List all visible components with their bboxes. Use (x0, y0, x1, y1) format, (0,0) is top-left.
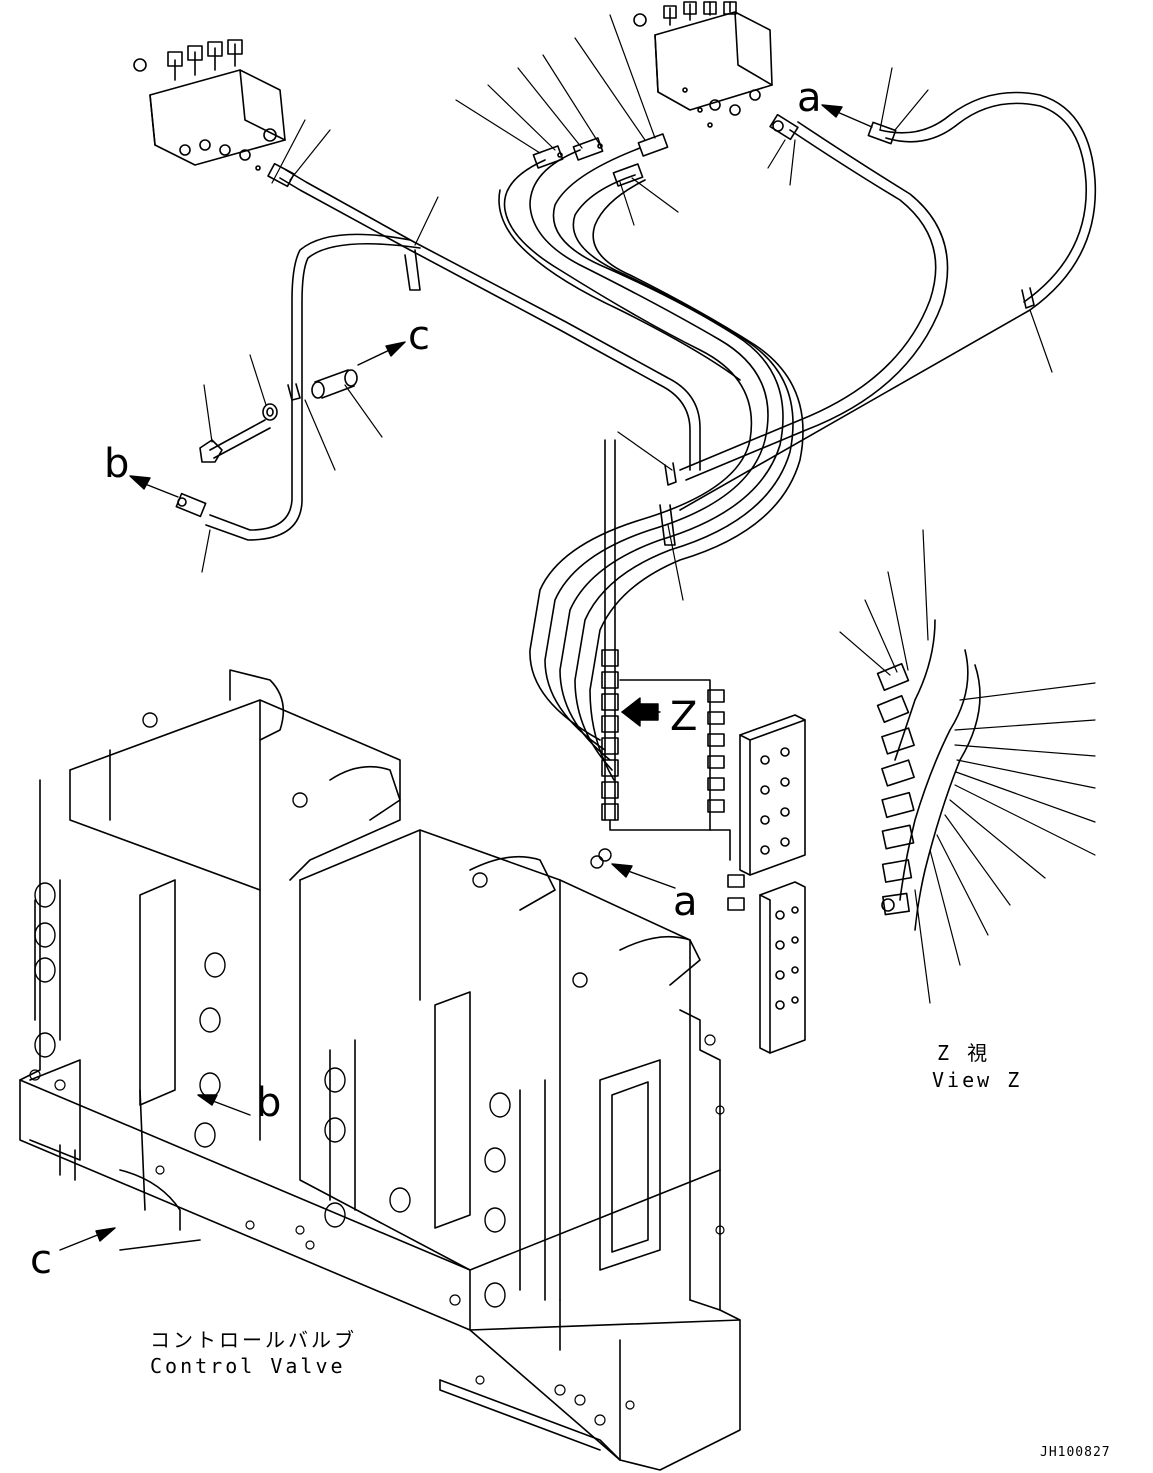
manifold-block-upper (707, 689, 806, 876)
callout-c-bottom: c (30, 1237, 52, 1283)
bolt-washer-spacer (199, 369, 358, 463)
bundle-fittings (532, 133, 669, 187)
top-center-valve-block (633, 1, 773, 128)
callout-z: Z (670, 694, 698, 740)
leader-lines (201, 14, 1096, 1004)
view-z-caption-jp: Z 視 (937, 1041, 991, 1065)
control-valve-bolts (29, 1034, 725, 1426)
control-valve-solenoids (34, 712, 612, 1308)
callout-a-top: a (797, 75, 822, 121)
hose-left-long (267, 162, 701, 471)
callout-c-top: c (408, 313, 430, 359)
top-left-valve-block (133, 39, 286, 171)
callout-b-bottom: b (256, 1080, 282, 1126)
callout-b-top: b (104, 441, 130, 487)
drawing-code: JH100827 (1040, 1445, 1111, 1460)
view-z-caption-en: View Z (932, 1068, 1023, 1092)
hose-bundle (498, 147, 804, 821)
hose-right-loop (679, 91, 1097, 511)
callout-a-bottom: a (673, 879, 698, 925)
control-valve-assembly (19, 669, 741, 1471)
hose-end-fittings-z (601, 649, 731, 861)
view-z-detail (876, 619, 981, 931)
control-valve-caption-jp: コントロールバルブ (150, 1328, 357, 1352)
hose-to-b (175, 233, 421, 541)
control-valve-caption-en: Control Valve (150, 1354, 346, 1378)
hose-clamps (287, 249, 1035, 546)
callout-arrows (59, 104, 873, 1251)
manifold-block-lower (727, 874, 806, 1054)
